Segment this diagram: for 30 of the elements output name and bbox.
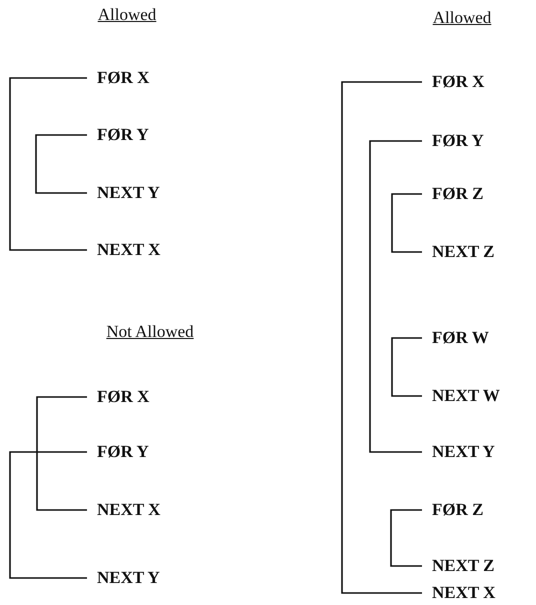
code-line: FØR Y — [97, 442, 149, 462]
code-line: FØR X — [97, 68, 150, 88]
loop-bracket — [36, 396, 87, 511]
loop-bracket — [390, 509, 422, 567]
code-line: FØR X — [432, 72, 484, 92]
loop-bracket — [341, 81, 422, 594]
code-line: NEXT X — [432, 583, 496, 603]
code-line: NEXT W — [432, 386, 500, 406]
code-line: NEXT Z — [432, 242, 495, 262]
loop-bracket — [369, 140, 422, 453]
loop-bracket — [391, 337, 422, 397]
loop-bracket — [9, 451, 87, 579]
code-line: NEXT Y — [97, 183, 160, 203]
section-heading: Not Allowed — [106, 322, 194, 342]
code-line: NEXT X — [97, 500, 160, 520]
code-line: FØR W — [432, 328, 489, 348]
section-heading: Allowed — [432, 8, 492, 28]
loop-bracket — [35, 134, 87, 194]
code-line: FØR Z — [432, 184, 484, 204]
loop-bracket — [391, 193, 422, 253]
code-line: FØR X — [97, 387, 150, 407]
code-line: NEXT X — [97, 240, 160, 260]
section-heading: Allowed — [98, 5, 156, 25]
code-line: NEXT Y — [432, 442, 495, 462]
code-line: FØR Z — [432, 500, 484, 520]
code-line: NEXT Y — [97, 568, 160, 588]
code-line: FØR Y — [97, 125, 149, 145]
loop-bracket — [9, 77, 87, 251]
code-line: NEXT Z — [432, 556, 495, 576]
code-line: FØR Y — [432, 131, 484, 151]
